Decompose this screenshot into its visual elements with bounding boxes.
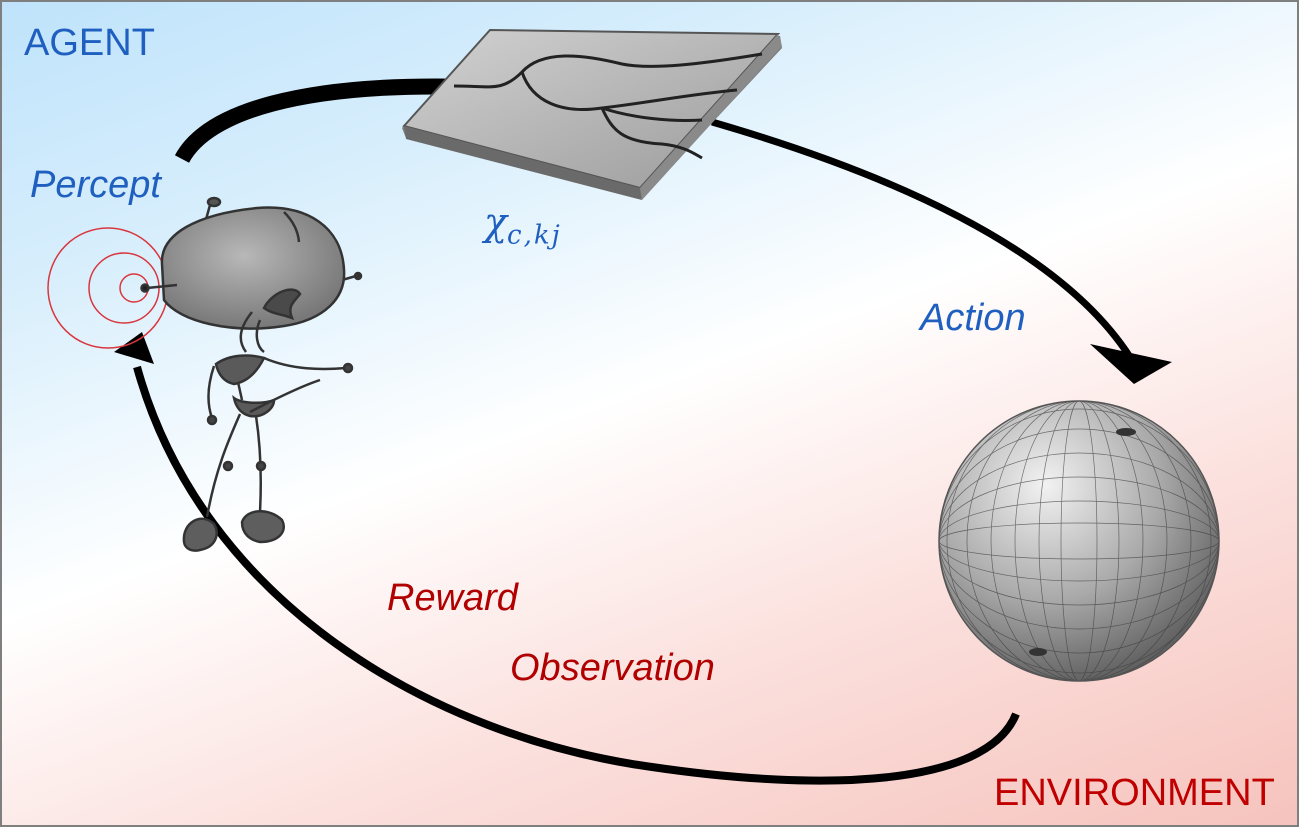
robot-agent-icon [140, 196, 363, 552]
policy-symbol-label: χc,kj [484, 200, 562, 251]
action-label: Action [920, 297, 1026, 339]
sphere-environment-icon [938, 400, 1220, 682]
action-arrowhead [1090, 344, 1172, 384]
feedback-arrowhead [114, 332, 154, 364]
agent-title: AGENT [24, 22, 155, 64]
feedback-arrow [133, 365, 1020, 785]
observation-label: Observation [510, 647, 715, 689]
policy-subscript: c,kj [507, 220, 562, 251]
percept-arrow [174, 78, 473, 164]
policy-symbol: χ [484, 200, 508, 244]
action-arrow [711, 118, 1133, 359]
glass-plate-icon [402, 28, 782, 200]
reward-label: Reward [387, 577, 518, 619]
environment-title: ENVIRONMENT [994, 772, 1275, 814]
percept-label: Percept [30, 164, 161, 206]
